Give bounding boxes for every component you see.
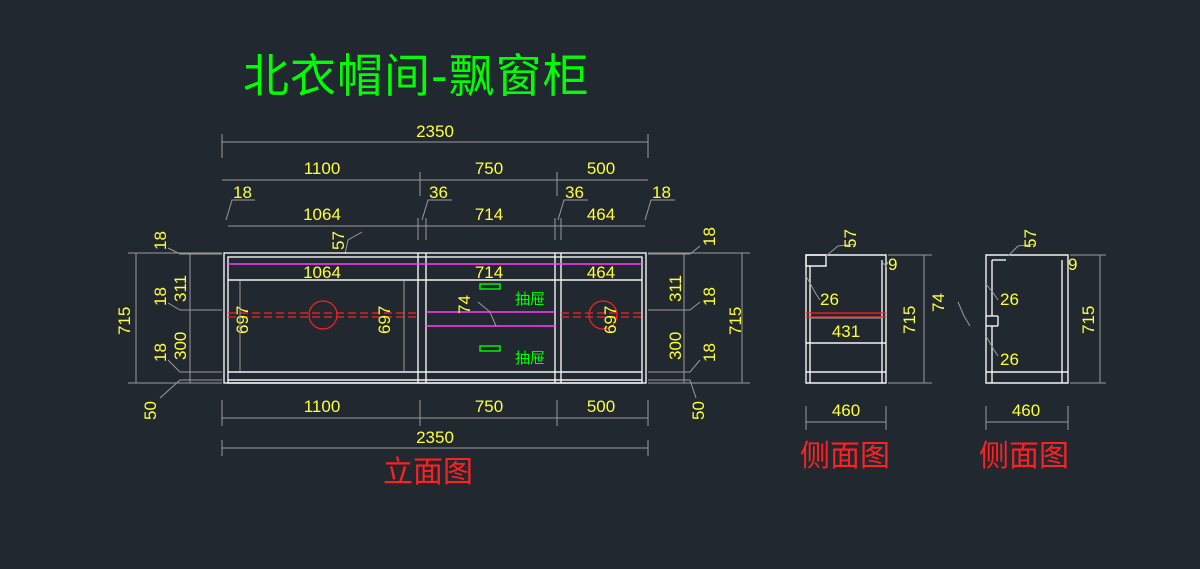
dim-right-t3: 18 — [700, 343, 719, 362]
dim-left-h2: 300 — [171, 332, 190, 360]
dim-shelf-mid: 697 — [375, 306, 394, 334]
side2-gap: 74 — [929, 293, 948, 312]
rail-hole-left — [308, 300, 338, 330]
side2-inner-b: 26 — [1000, 350, 1019, 369]
dim-mid-2: 714 — [475, 263, 503, 282]
side2-top: 57 — [1021, 229, 1040, 248]
dim-right-h1: 311 — [666, 275, 685, 302]
dim-shelf-right: 697 — [601, 306, 620, 334]
side1-top: 57 — [841, 229, 860, 248]
dim-section-1: 1100 — [304, 159, 341, 178]
dim-right-base: 50 — [689, 401, 708, 420]
dim-right-t2: 18 — [700, 287, 719, 306]
dim-left-t1: 18 — [151, 231, 170, 250]
side1-depth: 431 — [832, 322, 860, 341]
dim-inner-3: 464 — [587, 205, 615, 224]
dim-bottom-1: 1100 — [304, 397, 341, 416]
side-view-2: 57 9 74 26 26 715 460 侧面图 — [929, 229, 1106, 474]
dim-right-h2: 300 — [666, 332, 685, 360]
side-view-1: 57 9 26 431 715 460 侧面图 — [800, 229, 932, 474]
dim-top-gap: 57 — [329, 231, 348, 250]
side1-inner-a: 26 — [820, 290, 839, 309]
dim-thick-right: 18 — [652, 183, 671, 202]
dim-bottom-2: 750 — [475, 397, 503, 416]
caption-front: 立面图 — [383, 455, 473, 490]
side2-right-top: 9 — [1068, 255, 1077, 274]
side2-width: 460 — [1012, 401, 1040, 420]
dim-left-t3: 18 — [151, 343, 170, 362]
dim-left-h1: 311 — [171, 275, 190, 302]
dim-total-bottom: 2350 — [416, 428, 454, 447]
dim-inner-1: 1064 — [303, 205, 341, 224]
front-elevation: 2350 1100 750 500 18 36 36 18 1064 714 4… — [115, 122, 750, 490]
dim-section-3: 500 — [587, 159, 615, 178]
rail-hole-right — [588, 300, 618, 330]
dim-right-total: 715 — [726, 307, 745, 335]
side2-inner-a: 26 — [1000, 290, 1019, 309]
dim-total-top: 2350 — [416, 122, 454, 141]
dim-drawer-gap: 74 — [455, 295, 474, 314]
drawer-handle-1 — [479, 283, 501, 290]
drawing-title: 北衣帽间-飘窗柜 — [243, 49, 590, 103]
side1-height: 715 — [900, 306, 919, 334]
caption-side-1: 侧面图 — [800, 439, 890, 474]
dim-section-2: 750 — [475, 159, 503, 178]
side1-width: 460 — [832, 401, 860, 420]
dim-mid-1: 1064 — [303, 263, 341, 282]
dim-shelf-left: 697 — [233, 306, 252, 334]
dim-right-t1: 18 — [700, 227, 719, 246]
drawer-label-1: 抽屉 — [515, 290, 545, 308]
dim-left-base: 50 — [141, 401, 160, 420]
dim-thick-left: 18 — [233, 183, 252, 202]
side2-height: 715 — [1079, 306, 1098, 334]
dim-left-t2: 18 — [151, 287, 170, 306]
dim-inner-2: 714 — [475, 205, 503, 224]
dim-thick-mid2: 36 — [565, 183, 584, 202]
dim-mid-3: 464 — [587, 263, 615, 282]
caption-side-2: 侧面图 — [979, 439, 1069, 474]
drawer-label-2: 抽屉 — [515, 349, 545, 367]
dim-left-total: 715 — [115, 307, 134, 335]
side1-right-top: 9 — [888, 255, 897, 274]
dim-thick-mid1: 36 — [429, 183, 448, 202]
dim-bottom-3: 500 — [587, 397, 615, 416]
drawer-handle-2 — [479, 345, 501, 352]
